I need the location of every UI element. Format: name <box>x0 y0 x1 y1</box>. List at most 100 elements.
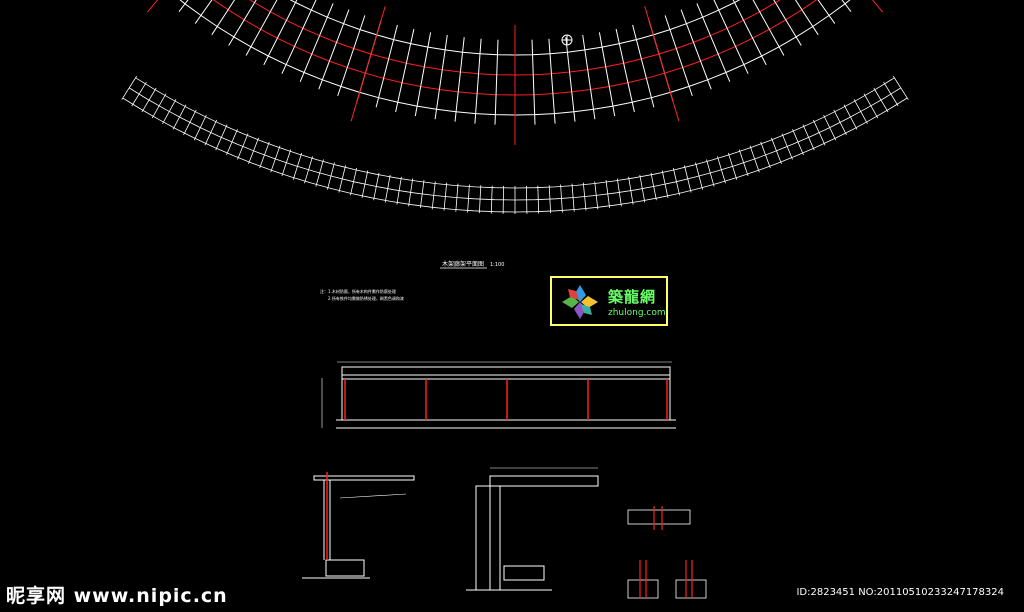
arc1-beam <box>245 0 278 56</box>
arc2-beam <box>373 172 380 201</box>
arc1-beam <box>732 0 767 66</box>
arc1-beam <box>773 0 802 46</box>
arc2-beam <box>650 172 657 201</box>
arc1-beam <box>454 37 465 122</box>
arc2-beam <box>327 162 335 190</box>
section-view-2 <box>466 467 599 591</box>
arc1-beam <box>395 28 415 113</box>
arc2-beam <box>628 176 634 205</box>
north-arrow-symbol <box>561 34 573 46</box>
arc1-beam <box>841 0 852 13</box>
arc2-beam <box>384 174 391 203</box>
arc2-beam <box>661 170 669 198</box>
arc1-beam <box>281 0 317 74</box>
arc1-axis-line <box>350 5 386 122</box>
arc2-beam <box>883 81 899 107</box>
arc2-beam <box>350 167 358 196</box>
arc2-beam <box>582 182 587 211</box>
detail-red-parts <box>639 506 693 598</box>
arc2-beam <box>151 93 167 119</box>
arc2-beam <box>408 178 414 207</box>
arc1-beam <box>817 0 836 24</box>
arc2-beam <box>717 156 726 184</box>
arc2-beam <box>502 185 504 214</box>
arc1-beam <box>582 35 596 120</box>
arc1-beam <box>318 9 350 90</box>
arc1-beam <box>434 35 448 120</box>
note-line-1: 注：1.木材防腐，所有木构件需作防腐处理 <box>320 288 396 294</box>
arc1-beam <box>178 0 189 13</box>
arc2-beam <box>237 133 249 160</box>
arc1-beam <box>598 32 616 117</box>
arc2-beam <box>304 156 313 184</box>
arc2-beam <box>812 119 826 146</box>
arc2-beam <box>560 184 563 213</box>
arc1-axis-line <box>871 0 883 13</box>
arc1-beam <box>632 24 655 108</box>
second-arc-plan <box>121 75 909 214</box>
arc2-beam <box>248 137 259 165</box>
footer-id: ID:2823451 NO:20110510233247178324 <box>796 587 1004 598</box>
arc1-axis-line <box>644 5 680 122</box>
arc1-beam <box>664 15 693 97</box>
arc1-beam <box>752 0 785 56</box>
arc2-beam <box>183 109 197 136</box>
arc1-beam <box>375 24 398 108</box>
arc2-beam <box>892 75 909 100</box>
arc2-beam <box>749 145 760 173</box>
arc2-beam <box>537 185 540 214</box>
arc1-beam <box>211 0 236 36</box>
arc2-beam <box>594 181 599 210</box>
arc1-beam <box>337 15 366 97</box>
arc1-beam <box>299 3 334 82</box>
arc1-beam <box>494 39 499 125</box>
arc2-beam <box>172 104 187 130</box>
arc1-beam <box>194 0 213 24</box>
arc1-beam <box>414 32 432 117</box>
arc2-beam <box>605 180 610 208</box>
zhulong-logo-cn: 築龍網 <box>608 288 657 306</box>
arc2-beam <box>479 185 482 214</box>
arc1-axis-line <box>147 0 159 13</box>
arc2-beam <box>833 109 847 136</box>
arc2-beam <box>204 119 218 146</box>
plan-title: 木架廊架平面图 <box>442 260 484 268</box>
arc1-beam <box>548 38 556 124</box>
arc2-beam <box>823 114 837 141</box>
detail-views <box>627 509 707 599</box>
arc1-beam <box>615 28 635 113</box>
zhulong-logo-mark-icon <box>562 285 598 319</box>
arc2-beam <box>760 141 771 169</box>
arc2-beam <box>443 182 448 211</box>
arc2-beam <box>420 180 425 208</box>
arc2-beam <box>727 152 738 180</box>
arc2-beam <box>490 185 493 214</box>
arc2-beam <box>259 141 270 169</box>
arc2-beam <box>396 176 402 205</box>
elevation-posts <box>344 379 668 420</box>
arc2-beam <box>467 184 470 213</box>
arc2-beam <box>315 159 324 187</box>
arc1-beam <box>228 0 257 46</box>
arc2-beam <box>853 99 868 124</box>
arc2-beam <box>792 129 804 156</box>
arc2-beam <box>548 185 551 214</box>
arc2-beam <box>361 170 369 198</box>
arc2-beam <box>121 75 138 100</box>
arc2-beam <box>141 87 157 113</box>
arc2-beam <box>281 149 292 177</box>
arc1-beam <box>680 9 712 90</box>
arc1-beam <box>713 0 749 74</box>
arc2-beam <box>193 114 207 141</box>
arc2-beam <box>215 124 228 151</box>
arc2-beam <box>455 183 459 212</box>
zhulong-logo-en: zhulong.com <box>608 308 666 318</box>
section-view-1 <box>302 475 415 579</box>
zhulong-logo: 築龍網 zhulong.com <box>550 276 668 326</box>
arc2-beam <box>684 165 692 193</box>
arc1-beam <box>565 37 576 122</box>
arc2-beam <box>771 137 782 165</box>
arc2-beam <box>616 178 622 207</box>
arc1-beam <box>696 3 731 82</box>
